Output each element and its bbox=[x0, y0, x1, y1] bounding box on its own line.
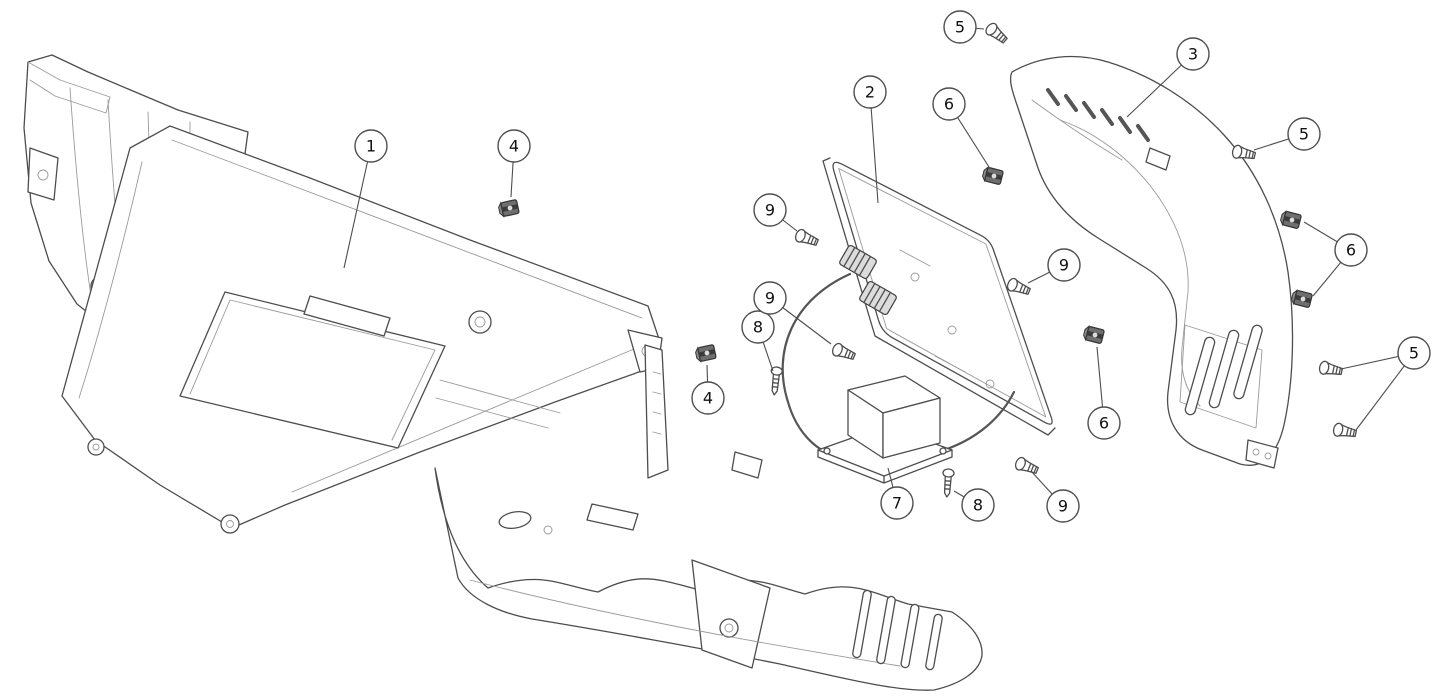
u-clip-icon bbox=[981, 165, 1005, 186]
callout-6[interactable]: 6 bbox=[932, 87, 990, 168]
part-2-display-panel bbox=[781, 157, 1056, 458]
balloon-circle[interactable] bbox=[753, 281, 787, 315]
screw-icon bbox=[983, 20, 1011, 47]
long-screw-icon bbox=[940, 467, 955, 498]
screw-icon bbox=[830, 341, 858, 364]
balloon-circle[interactable] bbox=[1087, 406, 1121, 440]
leader-line bbox=[343, 145, 372, 269]
balloon-circle[interactable] bbox=[1397, 336, 1431, 370]
balloon-circle[interactable] bbox=[853, 75, 887, 109]
balloon-circle[interactable] bbox=[1046, 489, 1080, 523]
balloon-circle[interactable] bbox=[1047, 248, 1081, 282]
callout-5[interactable]: 5 bbox=[943, 10, 985, 44]
u-clip-icon bbox=[1082, 324, 1106, 345]
callout-8[interactable]: 8 bbox=[741, 310, 775, 372]
balloon-circle[interactable] bbox=[1287, 117, 1321, 151]
screw-icon bbox=[1013, 455, 1041, 478]
connector-icon bbox=[839, 244, 877, 280]
callout-5[interactable]: 5 bbox=[1340, 336, 1431, 431]
screw-icon bbox=[1317, 359, 1344, 379]
screw-icon bbox=[1005, 276, 1033, 299]
balloon-circle[interactable] bbox=[1334, 233, 1368, 267]
callout-4[interactable]: 4 bbox=[691, 364, 725, 415]
part-1-console-panel bbox=[23, 54, 983, 691]
callout-4[interactable]: 4 bbox=[497, 129, 531, 198]
leader-line bbox=[869, 91, 879, 204]
part-3-rear-cover bbox=[1009, 55, 1294, 469]
balloon-circle[interactable] bbox=[1176, 37, 1210, 71]
balloon-circle[interactable] bbox=[961, 488, 995, 522]
wiring-cable bbox=[936, 390, 1016, 454]
callout-5[interactable]: 5 bbox=[1253, 117, 1321, 151]
u-clip-icon bbox=[1279, 209, 1303, 230]
wiring-cable bbox=[781, 272, 852, 458]
callout-9[interactable]: 9 bbox=[1030, 470, 1080, 523]
balloon-circle[interactable] bbox=[880, 486, 914, 520]
u-clip-icon bbox=[1290, 288, 1314, 309]
balloon-circle[interactable] bbox=[741, 310, 775, 344]
connector-icon bbox=[859, 280, 897, 316]
u-clip-icon bbox=[694, 343, 717, 363]
balloon-circle[interactable] bbox=[932, 87, 966, 121]
screw-icon bbox=[793, 227, 821, 250]
u-clip-icon bbox=[497, 198, 520, 218]
callout-9[interactable]: 9 bbox=[1027, 248, 1081, 284]
balloon-circle[interactable] bbox=[497, 129, 531, 163]
screw-icon bbox=[1331, 421, 1358, 441]
balloon-circle[interactable] bbox=[753, 193, 787, 227]
balloon-circle[interactable] bbox=[943, 10, 977, 44]
balloon-circle[interactable] bbox=[691, 381, 725, 415]
callout-9[interactable]: 9 bbox=[753, 281, 832, 345]
balloon-circle[interactable] bbox=[354, 129, 388, 163]
callout-9[interactable]: 9 bbox=[753, 193, 798, 232]
callout-8[interactable]: 8 bbox=[953, 488, 995, 522]
callout-6[interactable]: 6 bbox=[1303, 221, 1368, 297]
part-7-control-module bbox=[817, 375, 953, 484]
long-screw-icon bbox=[768, 365, 784, 397]
callout-6[interactable]: 6 bbox=[1087, 346, 1121, 440]
